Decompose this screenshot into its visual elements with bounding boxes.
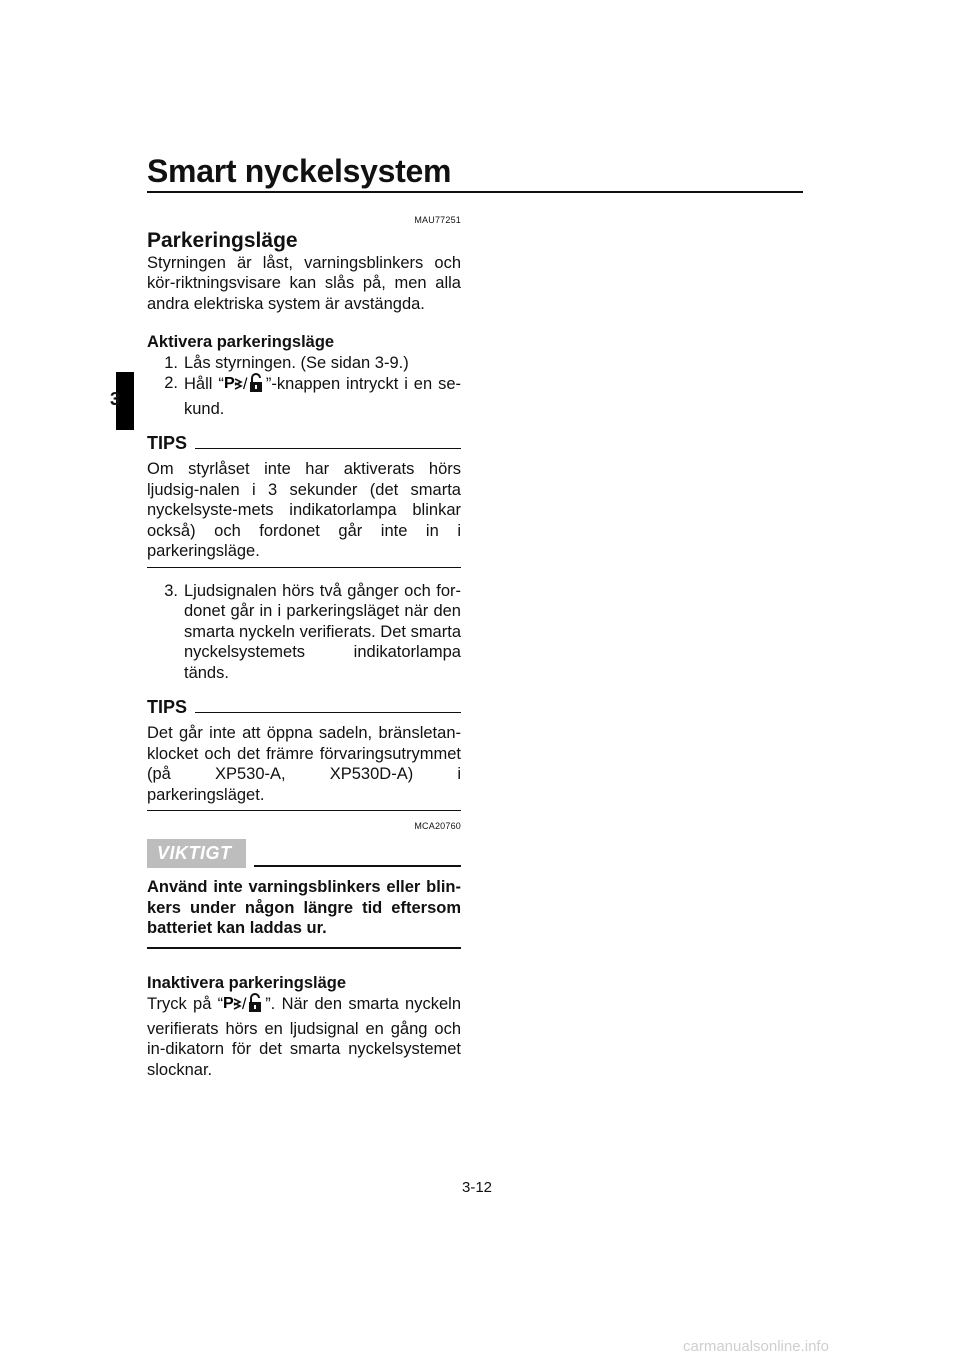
step-text: Lås styrningen. (Se sidan 3-9.) <box>184 353 409 372</box>
notice-body: Använd inte varningsblinkers eller blin-… <box>147 877 461 949</box>
notice-header: VIKTIGT <box>147 838 461 868</box>
park-lock-icon: P/ <box>224 373 266 399</box>
step-text-post: ”-knappen intryckt i en se-kund. <box>184 375 461 418</box>
deactivate-text: Tryck på “P/”. När den smarta nyckeln ve… <box>147 993 461 1080</box>
notice-label: VIKTIGT <box>147 838 246 868</box>
page-number: 3-12 <box>462 1179 493 1196</box>
deactivate-heading: Inaktivera parkeringsläge <box>147 973 347 992</box>
svg-text:P: P <box>223 995 234 1012</box>
watermark[interactable]: carmanualsonline.info <box>683 1338 829 1355</box>
step-3: 3. Ljudsignalen hörs två gånger och for-… <box>147 581 461 684</box>
tips-header: TIPS <box>147 697 461 717</box>
step-number: 2. <box>164 374 178 392</box>
svg-text:/: / <box>242 996 247 1013</box>
deactivate-text-pre: Tryck på “ <box>147 995 224 1013</box>
page-title: Smart nyckelsystem <box>147 153 452 189</box>
step-text: Håll “P/”-knappen intryckt i en se-kund. <box>184 373 461 419</box>
tips-body: Det går inte att öppna sadeln, bränsleta… <box>147 723 461 811</box>
activate-heading: Aktivera parkeringsläge <box>147 333 335 351</box>
tips-header: TIPS <box>147 433 461 453</box>
tips-body: Om styrlåset inte har aktiverats hörs lj… <box>147 459 461 568</box>
notice-rule <box>253 865 461 867</box>
step-text-pre: Håll “ <box>184 375 224 393</box>
chapter-number: 3 <box>110 389 121 409</box>
section-intro: Styrningen är låst, varningsblinkers och… <box>147 253 461 313</box>
step-text: Ljudsignalen hörs två gånger och for-don… <box>184 581 461 682</box>
tips-label: TIPS <box>147 433 188 453</box>
step-number: 3. <box>164 581 178 600</box>
tips-label: TIPS <box>147 697 188 717</box>
page-header: Smart nyckelsystem <box>147 153 803 193</box>
content-column: MAU77251 Parkeringsläge Styrningen är lå… <box>147 210 461 1080</box>
park-lock-icon: P/ <box>223 993 265 1019</box>
step-2: 2. Håll “P/”-knappen intryckt i en se-ku… <box>147 373 461 419</box>
tips-rule <box>195 448 461 449</box>
step-1: 1. Lås styrningen. (Se sidan 3-9.) <box>147 353 461 374</box>
title-rule <box>147 191 803 193</box>
section-code: MAU77251 <box>414 215 461 225</box>
tips-rule <box>195 712 461 713</box>
notice-code: MCA20760 <box>414 821 461 831</box>
chapter-tab <box>116 372 134 430</box>
section-heading: Parkeringsläge <box>147 228 298 252</box>
svg-text:P: P <box>224 375 235 392</box>
deactivate-text-post: ”. När den smarta nyckeln verifierats hö… <box>147 995 461 1079</box>
step-number: 1. <box>164 353 178 372</box>
svg-text:/: / <box>243 376 248 393</box>
